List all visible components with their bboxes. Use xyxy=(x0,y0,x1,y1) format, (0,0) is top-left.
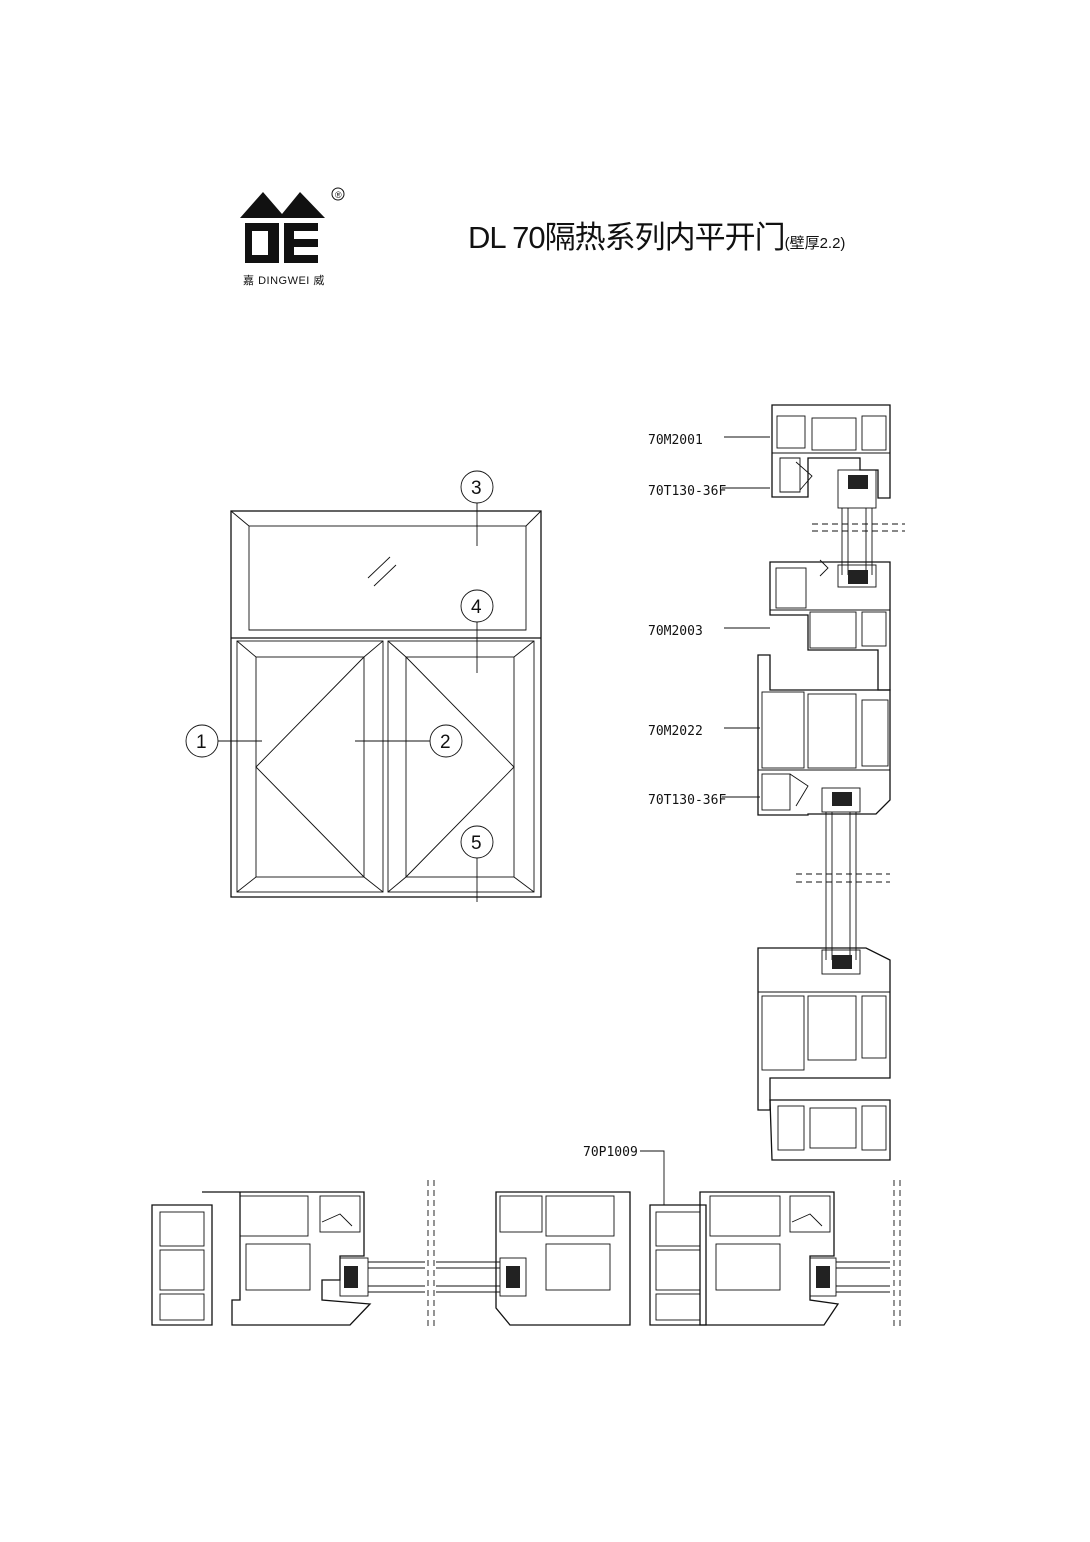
label-sash-glazing: 70T130-36F xyxy=(648,793,726,808)
label-top-glazing: 70T130-36F xyxy=(648,484,726,499)
callout-4-label: 4 xyxy=(471,597,482,618)
door-elevation: 1 2 3 4 5 xyxy=(185,470,542,902)
brand-char-right: 威 xyxy=(313,275,325,287)
horizontal-section: 70P1009 xyxy=(151,1145,901,1330)
logo-mark-icon: ® xyxy=(240,187,345,263)
callout-1-label: 1 xyxy=(196,732,207,753)
label-sash: 70M2022 xyxy=(648,724,703,739)
callout-3-label: 3 xyxy=(471,478,482,499)
page-title: DL 70隔热系列内平开门(壁厚2.2) xyxy=(468,212,845,257)
vertical-section: 70M2001 70T130-36F 70M2003 70M2022 70T13… xyxy=(648,404,905,1161)
brand-name: 嘉 DINGWEI 威 xyxy=(243,272,333,288)
label-transom: 70M2003 xyxy=(648,624,703,639)
title-text: DL 70隔热系列内平开门 xyxy=(468,220,786,255)
registered-mark: ® xyxy=(335,190,342,200)
brand-latin: DINGWEI xyxy=(258,275,310,287)
title-note: (壁厚2.2) xyxy=(784,235,846,252)
brand-logo: ® xyxy=(230,180,360,295)
callout-5-label: 5 xyxy=(471,833,482,854)
label-mullion: 70P1009 xyxy=(583,1145,638,1160)
label-top-frame: 70M2001 xyxy=(648,433,703,448)
callout-2-label: 2 xyxy=(440,732,451,753)
brand-char-left: 嘉 xyxy=(243,275,255,287)
